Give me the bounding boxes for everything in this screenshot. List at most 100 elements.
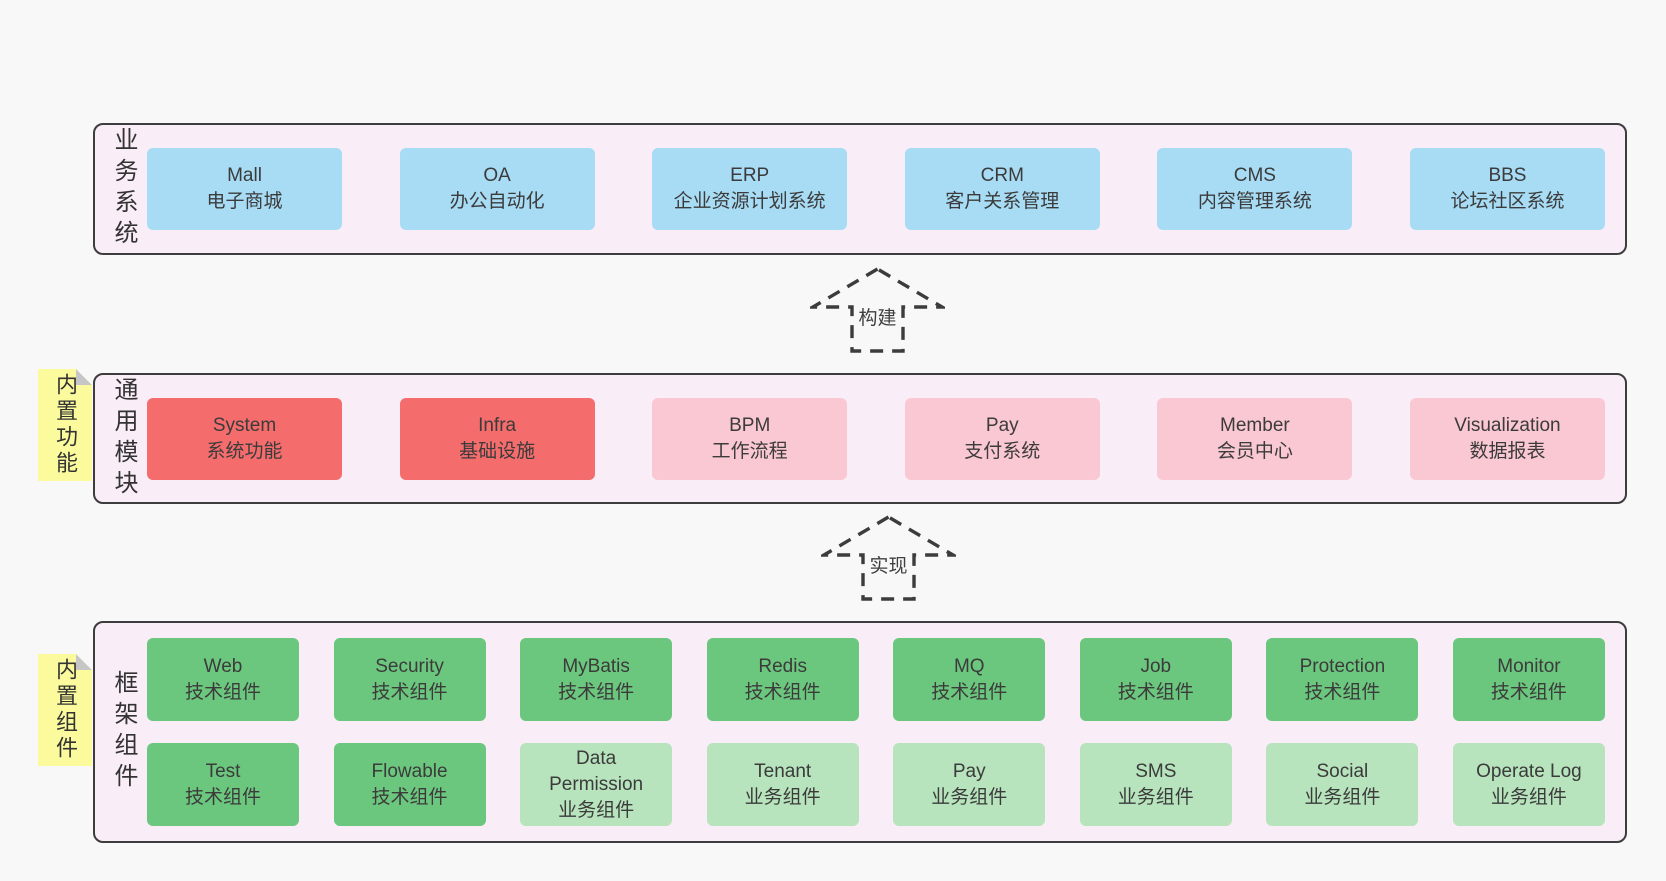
box-title: ERP	[730, 165, 770, 186]
box-subtitle: 企业资源计划系统	[673, 191, 826, 212]
box-title: Social	[1316, 760, 1369, 782]
box-data-permission: Data Permission 业务组件	[520, 743, 673, 826]
box-crm: CRM 客户关系管理	[904, 148, 1100, 230]
components-row-1: Web 技术组件 Security 技术组件 MyBatis 技术组件 Redi…	[147, 638, 1605, 721]
box-subtitle: 技术组件	[184, 681, 261, 703]
box-visualization: Visualization 数据报表	[1409, 397, 1605, 480]
box-subtitle: 技术组件	[744, 681, 821, 703]
modules-box-row: System 系统功能 Infra 基础设施 BPM 工作流程 Pay 支付系统…	[147, 397, 1605, 480]
box-subtitle: 技术组件	[371, 786, 448, 808]
box-subtitle: 业务组件	[558, 799, 635, 821]
box-subtitle: 支付系统	[964, 440, 1041, 462]
box-subtitle: 内容管理系统	[1197, 191, 1312, 212]
box-infra: Infra 基础设施	[399, 397, 595, 480]
box-title: CMS	[1233, 165, 1276, 186]
box-subtitle: 会员中心	[1216, 440, 1293, 462]
up-arrow-dashed-icon	[821, 515, 956, 601]
box-mybatis: MyBatis 技术组件	[520, 638, 673, 721]
box-pay-module: Pay 支付系统	[904, 397, 1100, 480]
box-title: Test	[205, 760, 241, 782]
box-title: OA	[483, 165, 511, 186]
layer-label-common-modules: 通用模块	[110, 376, 137, 501]
box-redis: Redis 技术组件	[706, 638, 859, 721]
box-tenant: Tenant 业务组件	[706, 743, 859, 826]
box-erp: ERP 企业资源计划系统	[652, 148, 848, 230]
box-subtitle: 工作流程	[711, 440, 788, 462]
box-subtitle: 技术组件	[371, 681, 448, 703]
components-row-2: Test 技术组件 Flowable 技术组件 Data Permission …	[147, 743, 1605, 826]
box-subtitle: 业务组件	[1117, 786, 1194, 808]
box-oa: OA 办公自动化	[399, 148, 595, 230]
box-subtitle: 技术组件	[558, 681, 635, 703]
box-title: Redis	[758, 655, 807, 677]
box-title: CRM	[980, 165, 1024, 186]
box-flowable: Flowable 技术组件	[333, 743, 486, 826]
box-subtitle: 客户关系管理	[945, 191, 1060, 212]
box-subtitle: 业务组件	[931, 786, 1008, 808]
box-subtitle: 技术组件	[1490, 681, 1567, 703]
box-web: Web 技术组件	[147, 638, 299, 721]
components-rows: Web 技术组件 Security 技术组件 MyBatis 技术组件 Redi…	[95, 623, 1625, 841]
box-title: Member	[1220, 414, 1290, 436]
box-social: Social 业务组件	[1266, 743, 1419, 826]
box-title: Web	[203, 655, 243, 677]
box-bpm: BPM 工作流程	[652, 397, 848, 480]
box-member: Member 会员中心	[1157, 397, 1353, 480]
box-title: Security	[375, 655, 444, 677]
box-subtitle: 技术组件	[931, 681, 1008, 703]
business-box-row: Mall 电子商城 OA 办公自动化 ERP 企业资源计划系统 CRM 客户关系…	[147, 148, 1605, 230]
box-title: Visualization	[1454, 414, 1561, 436]
box-title: Protection	[1299, 655, 1386, 677]
sticky-note-built-in-components: 内置组件	[38, 654, 92, 766]
note-label: 内置组件	[53, 658, 78, 762]
box-title: Tenant	[754, 760, 812, 782]
box-monitor: Monitor 技术组件	[1452, 638, 1605, 721]
box-pay-component: Pay 业务组件	[893, 743, 1046, 826]
box-title: Job	[1140, 655, 1172, 677]
box-subtitle: 系统功能	[206, 440, 283, 462]
box-title: Data Permission	[549, 747, 644, 795]
box-subtitle: 技术组件	[184, 786, 261, 808]
box-subtitle: 技术组件	[1117, 681, 1194, 703]
box-title: Pay	[952, 760, 986, 782]
box-title: MyBatis	[562, 655, 630, 677]
box-subtitle: 技术组件	[1304, 681, 1381, 703]
box-test: Test 技术组件	[147, 743, 299, 826]
box-title: Monitor	[1497, 655, 1561, 677]
arrow-build: 构建	[810, 266, 945, 354]
box-title: Infra	[478, 414, 517, 436]
box-protection: Protection 技术组件	[1266, 638, 1419, 721]
box-subtitle: 业务组件	[1490, 786, 1567, 808]
layer-label-business-systems: 业务系统	[110, 127, 137, 251]
box-title: System	[212, 414, 277, 436]
box-subtitle: 电子商城	[206, 191, 283, 212]
box-operate-log: Operate Log 业务组件	[1452, 743, 1605, 826]
layer-framework-components: 框架组件 Web 技术组件 Security 技术组件 MyBatis 技术组件…	[93, 621, 1627, 843]
sticky-note-built-in-functions: 内置功能	[38, 369, 92, 481]
box-title: SMS	[1135, 760, 1177, 782]
box-subtitle: 数据报表	[1469, 440, 1546, 462]
box-title: Operate Log	[1476, 760, 1582, 782]
layer-label-framework-components: 框架组件	[110, 670, 137, 794]
box-security: Security 技术组件	[333, 638, 486, 721]
box-mq: MQ 技术组件	[893, 638, 1046, 721]
arrow-implement: 实现	[821, 514, 956, 602]
arrow-label: 实现	[865, 550, 912, 579]
box-subtitle: 论坛社区系统	[1450, 191, 1565, 212]
box-sms: SMS 业务组件	[1079, 743, 1232, 826]
note-label: 内置功能	[53, 373, 78, 477]
box-job: Job 技术组件	[1079, 638, 1232, 721]
up-arrow-dashed-icon	[810, 267, 945, 353]
layer-business-systems: 业务系统 Mall 电子商城 OA 办公自动化 ERP 企业资源计划系统 CRM…	[93, 123, 1627, 255]
box-subtitle: 基础设施	[459, 440, 536, 462]
box-subtitle: 业务组件	[744, 786, 821, 808]
box-title: BPM	[729, 414, 771, 436]
box-bbs: BBS 论坛社区系统	[1409, 148, 1605, 230]
box-title: MQ	[953, 655, 985, 677]
box-subtitle: 业务组件	[1304, 786, 1381, 808]
box-title: Mall	[227, 165, 262, 186]
arrow-label: 构建	[854, 302, 901, 331]
box-mall: Mall 电子商城	[147, 148, 342, 230]
layer-common-modules: 通用模块 System 系统功能 Infra 基础设施 BPM 工作流程 Pay…	[93, 373, 1627, 504]
